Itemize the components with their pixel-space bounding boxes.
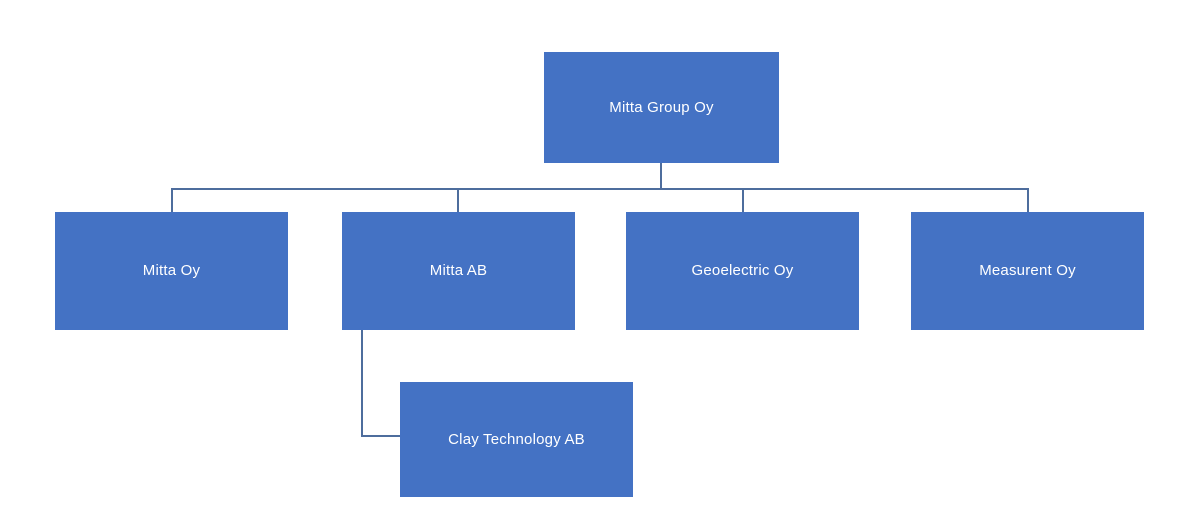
org-node-mitta-oy: Mitta Oy [55, 212, 288, 330]
connector-stub-measurent [1027, 188, 1029, 212]
org-node-label: Clay Technology AB [448, 430, 585, 448]
connector-main-horizontal [171, 188, 1029, 190]
org-node-geoelectric-oy: Geoelectric Oy [626, 212, 859, 330]
org-node-mitta-group-oy: Mitta Group Oy [544, 52, 779, 163]
connector-root-drop [660, 163, 662, 189]
org-node-clay-technology-ab: Clay Technology AB [400, 382, 633, 497]
org-node-label: Mitta AB [429, 262, 488, 279]
org-node-label: Mitta Group Oy [609, 98, 714, 116]
org-node-mitta-ab: Mitta AB [342, 212, 575, 330]
org-node-label: Geoelectric Oy [691, 262, 794, 279]
connector-stub-geoelectric [742, 188, 744, 212]
org-node-label: Mitta Oy [142, 262, 201, 279]
connector-stub-mitta-oy [171, 188, 173, 212]
org-node-measurent-oy: Measurent Oy [911, 212, 1144, 330]
org-node-label: Measurent Oy [979, 262, 1076, 279]
connector-stub-mitta-ab [457, 188, 459, 212]
connector-clay-horizontal [361, 435, 400, 437]
connector-clay-vertical [361, 330, 363, 437]
